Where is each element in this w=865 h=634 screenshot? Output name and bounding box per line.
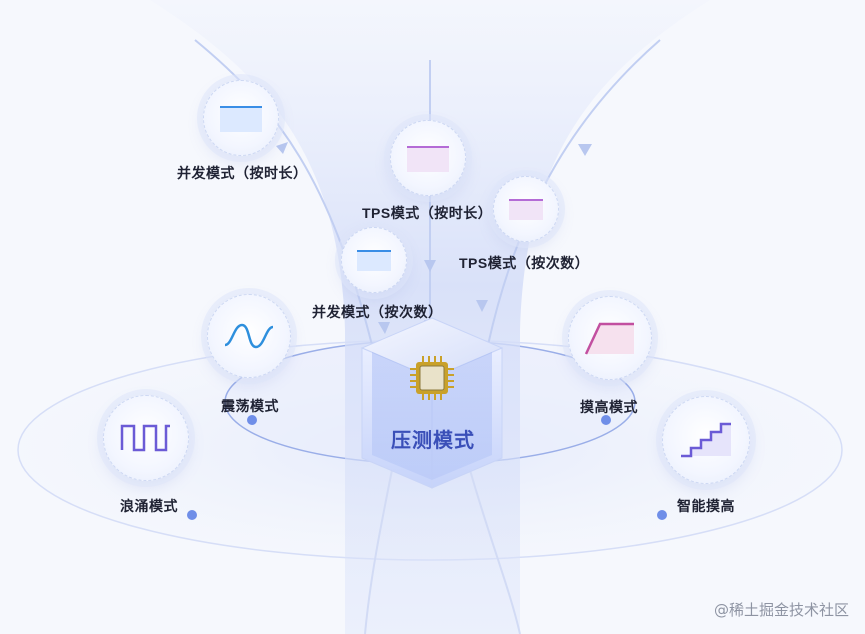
watermark: @稀土掘金技术社区 [714, 599, 849, 620]
label-concurrency-duration: 并发模式（按时长） [177, 163, 308, 183]
node-oscillation[interactable] [207, 294, 291, 378]
center-cube [362, 318, 502, 488]
orbit-dot-oscillation [247, 415, 257, 425]
label-ramp-up: 摸高模式 [580, 397, 638, 417]
flat-line-icon [217, 101, 265, 135]
label-concurrency-count: 并发模式（按次数） [312, 302, 443, 322]
label-surge: 浪涌模式 [120, 496, 178, 516]
flat-line-icon [354, 246, 394, 274]
sine-wave-icon [222, 319, 276, 353]
node-surge[interactable] [103, 395, 189, 481]
orbit-dot-smart-ramp [657, 510, 667, 520]
label-oscillation: 震荡模式 [221, 396, 279, 416]
orbit-dot-surge [187, 510, 197, 520]
arrow-right-upper [578, 144, 592, 156]
node-smart-ramp[interactable] [662, 396, 750, 484]
staircase-icon [677, 420, 735, 460]
node-tps-duration[interactable] [390, 120, 466, 196]
flat-line-icon [404, 141, 452, 175]
flat-line-icon [506, 195, 546, 223]
node-concurrency-duration[interactable] [203, 80, 279, 156]
node-ramp-up[interactable] [568, 296, 652, 380]
node-tps-count[interactable] [493, 176, 559, 242]
arrow-down-left [276, 142, 288, 154]
ramp-up-icon [582, 318, 638, 358]
square-wave-icon [118, 420, 174, 456]
label-tps-count: TPS模式（按次数） [459, 253, 589, 273]
center-label: 压测模式 [391, 424, 475, 453]
label-smart-ramp: 智能摸高 [677, 496, 735, 516]
label-tps-duration: TPS模式（按时长） [362, 203, 492, 223]
node-concurrency-count[interactable] [341, 227, 407, 293]
